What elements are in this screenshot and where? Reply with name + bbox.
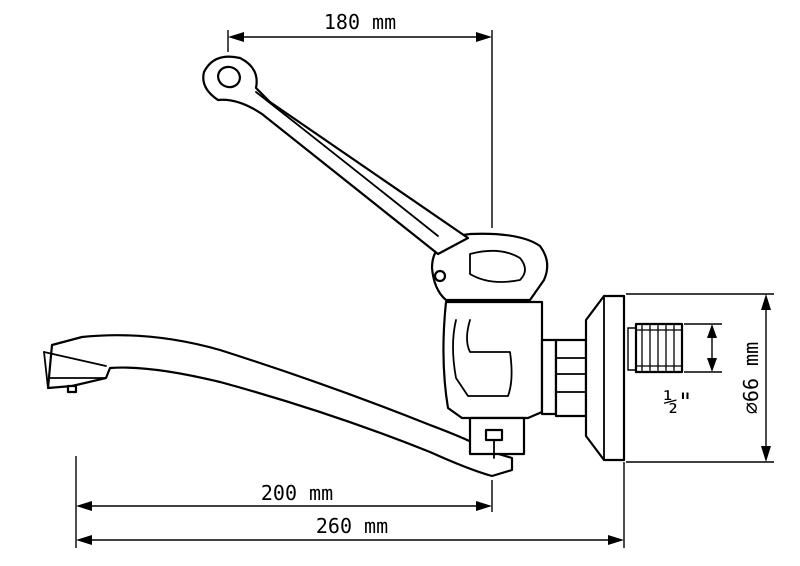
lever-handle [202,55,549,302]
faucet-body [442,300,544,459]
wall-flange [584,294,626,462]
spout [43,334,514,478]
lever-hole [217,65,241,89]
flange-diameter-label: ⌀66 mm [739,342,763,414]
spout-reach-dimension: 200 mm [75,456,493,548]
lever-length-dimension: 180 mm [227,10,493,228]
pivot-screw [433,269,447,283]
threaded-connector [627,322,722,374]
hex-connector [540,338,588,418]
overall-length-dimension: 260 mm [76,462,625,548]
flange-diameter-dimension: ⌀66 mm [626,293,774,463]
overall-length-label: 260 mm [316,514,388,538]
lever-length-label: 180 mm [324,10,396,34]
spout-reach-label: 200 mm [261,481,333,505]
thread-size-label: ½" [664,388,693,416]
thread-size-dimension: ½" [664,324,717,416]
aerator-tab [66,384,78,394]
collar-screw [484,428,504,442]
spout-collar [468,416,526,456]
